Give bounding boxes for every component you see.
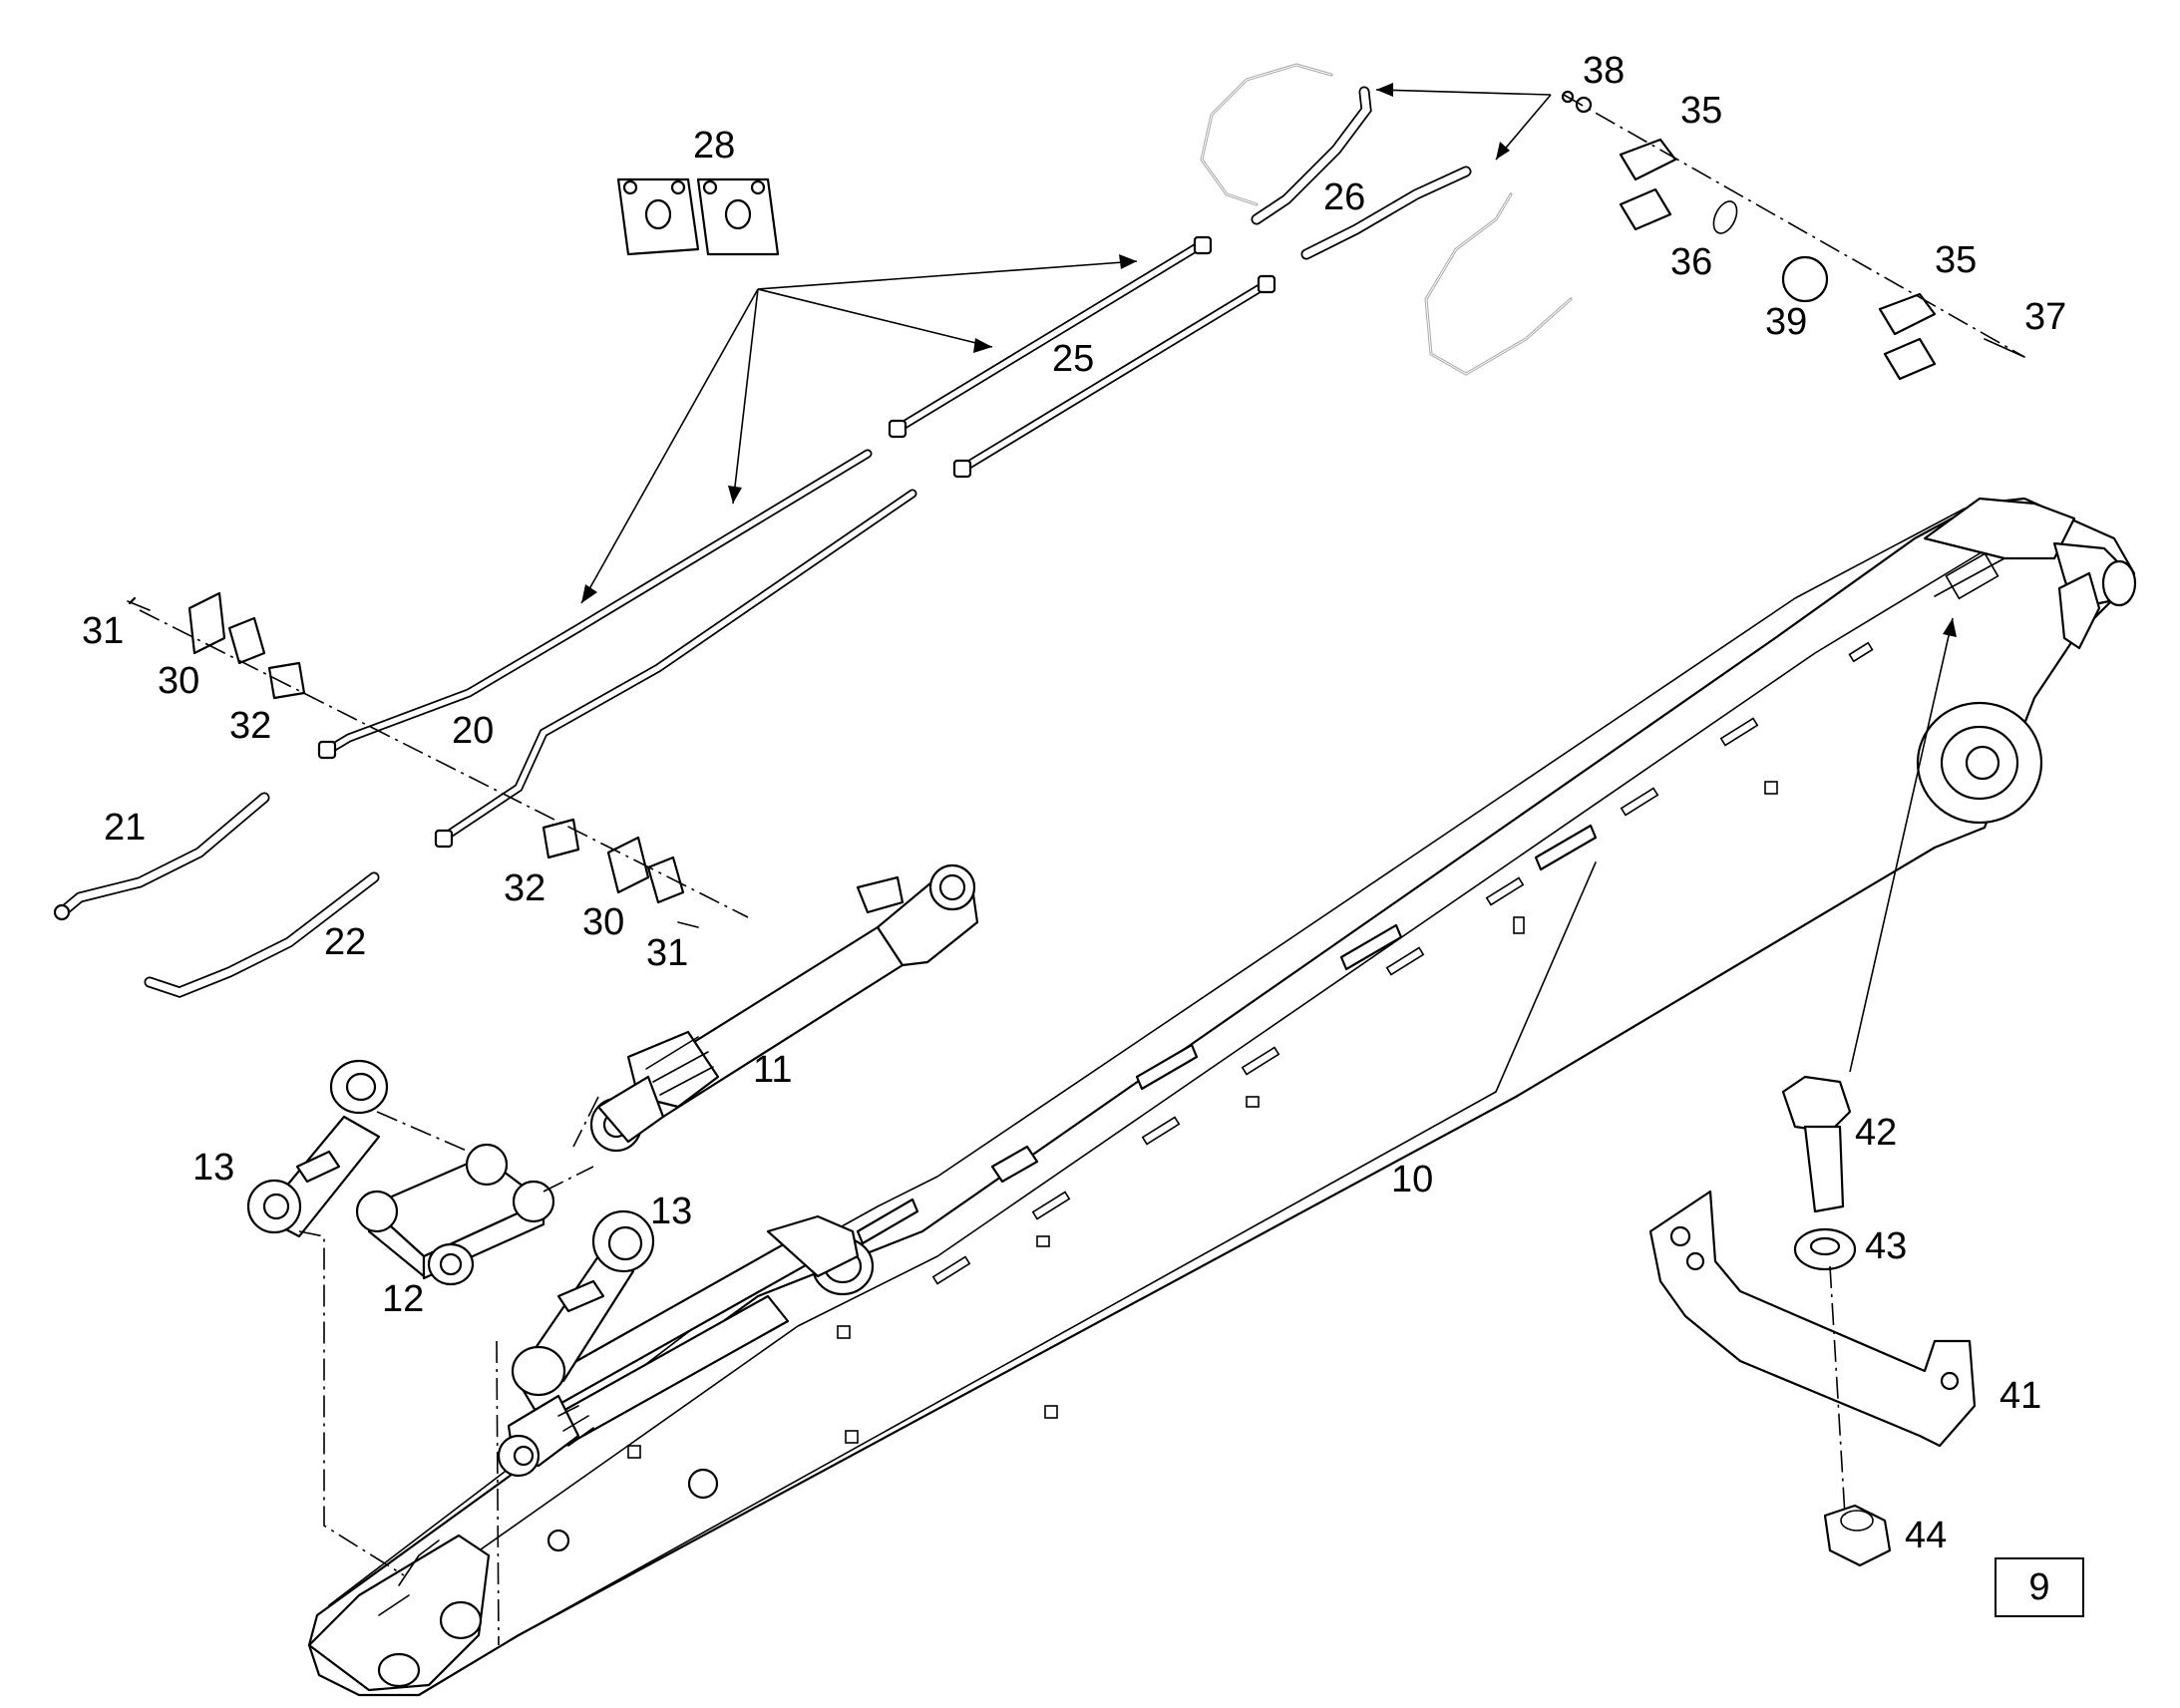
- callout-42: 42: [1855, 1112, 1897, 1154]
- callout-28: 28: [693, 125, 735, 167]
- boom-cylinder-lower: [497, 1214, 875, 1478]
- clamp-set-upper-left: [127, 591, 306, 700]
- rod-13-right: [511, 1209, 655, 1397]
- callout-38: 38: [1583, 50, 1625, 92]
- leader-arrows: [580, 83, 1957, 1073]
- callout-41: 41: [1999, 1375, 2041, 1417]
- callout-labels: 10 11 12 13 13 20 21 22 25 26 28 30 30 3…: [82, 50, 2066, 1556]
- callout-36: 36: [1670, 241, 1712, 283]
- bracket-41: [1648, 1190, 1977, 1448]
- callout-26: 26: [1323, 176, 1365, 218]
- callout-31-lower: 31: [646, 932, 688, 974]
- callout-43: 43: [1865, 1225, 1907, 1267]
- callout-13-left: 13: [192, 1147, 234, 1189]
- callout-35-lower: 35: [1935, 239, 1977, 281]
- deck-slots: [627, 641, 1874, 1459]
- nut-44: [1823, 1504, 1892, 1567]
- page-number-box: 9: [1995, 1557, 2084, 1617]
- hose-21: [53, 792, 270, 921]
- callout-21: 21: [104, 807, 146, 849]
- callout-44: 44: [1905, 1515, 1947, 1556]
- callout-12: 12: [382, 1278, 424, 1320]
- callout-30-upper: 30: [158, 660, 199, 702]
- link-12: [355, 1143, 555, 1286]
- callout-11: 11: [753, 1049, 792, 1091]
- callout-10: 10: [1391, 1159, 1433, 1200]
- callout-22: 22: [324, 921, 366, 963]
- hoses-26: [1200, 63, 1573, 376]
- callout-32-lower: 32: [504, 867, 545, 909]
- bolt-42: [1781, 1075, 1852, 1213]
- callout-32-upper: 32: [229, 705, 271, 747]
- callout-37: 37: [2024, 296, 2066, 338]
- hydraulic-cylinder-11: [589, 863, 979, 1153]
- boom-arm: [307, 497, 2137, 1697]
- hardware-set-top-right: [1561, 90, 2025, 381]
- hose-22: [144, 871, 380, 998]
- callout-35-upper: 35: [1680, 90, 1722, 132]
- callout-39: 39: [1765, 301, 1807, 343]
- clamp-blocks-28: [616, 177, 780, 256]
- callout-20: 20: [452, 710, 494, 752]
- callout-25: 25: [1052, 338, 1094, 380]
- clamp-set-lower-right: [542, 818, 699, 928]
- callout-30-lower: 30: [582, 901, 624, 943]
- assembly-centerlines: [139, 94, 2025, 1646]
- rod-13-left: [246, 1059, 389, 1238]
- steel-tubes-20-25: [317, 235, 1276, 849]
- page-number: 9: [2028, 1565, 2050, 1608]
- callout-13-right: 13: [650, 1191, 692, 1232]
- washer-43: [1793, 1227, 1857, 1271]
- callout-31-upper: 31: [82, 610, 124, 652]
